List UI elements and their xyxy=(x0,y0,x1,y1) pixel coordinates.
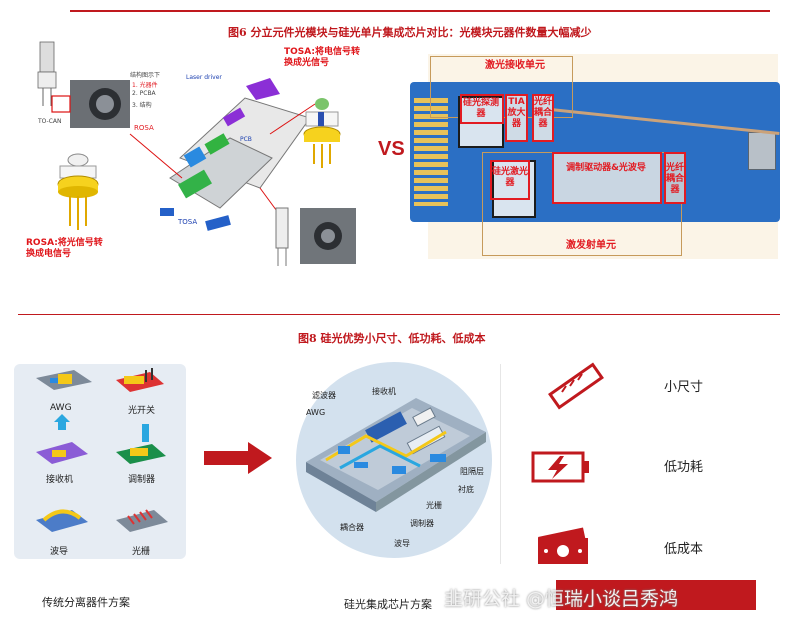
waveguide-device xyxy=(36,509,88,532)
legend-item-2: 2. PCBA xyxy=(132,90,156,97)
photodetector-box xyxy=(460,94,504,124)
advantage-small-size: 小尺寸 xyxy=(664,380,704,395)
callout-receiver: 接收机 xyxy=(372,387,396,396)
legend-item-3: 3. 结构 xyxy=(132,102,152,109)
label-tosa: TOSA xyxy=(178,218,198,226)
modulator-driver-box xyxy=(552,152,662,204)
tia-label: TIA放大器 xyxy=(507,97,526,129)
watermark-text: 韭研公社 @恒瑞小谈吕秀鸿 xyxy=(444,588,679,610)
label-pcb: PCB xyxy=(240,136,252,143)
label-laser-driver: Laser driver xyxy=(186,74,222,81)
callout-filter: 滤波器 xyxy=(312,391,336,400)
rosa-description: ROSA:将光信号转换成电信号 xyxy=(26,238,103,259)
pcb-connector xyxy=(748,132,776,170)
top-rule-left xyxy=(70,10,770,12)
watermark-bar xyxy=(556,580,756,610)
advantage-low-cost: 低成本 xyxy=(664,542,704,557)
legend-item-1: 1. 光器件 xyxy=(132,82,158,89)
discrete-components-panel xyxy=(14,364,186,559)
discrete-module-svg xyxy=(37,41,356,266)
divider-line xyxy=(500,364,501,564)
battery-icon xyxy=(531,451,589,483)
legend-title: 结构图示下 xyxy=(130,72,161,79)
fiber-coupler2-box xyxy=(664,152,686,204)
pcb-gold-fingers xyxy=(414,98,448,206)
cell-grating: 光栅 xyxy=(132,547,151,557)
awg-device xyxy=(36,370,92,390)
grating-device xyxy=(116,509,168,532)
callout-waveguide: 波导 xyxy=(394,539,410,548)
tx-unit-label: 激发射单元 xyxy=(566,240,616,251)
fiber-coupler2-label: 光纤耦合器 xyxy=(665,163,684,195)
rx-unit-label: 激光接收单元 xyxy=(485,60,545,71)
ruler-icon xyxy=(548,362,604,410)
optical-switch-device xyxy=(116,368,164,392)
vs-label: VS xyxy=(378,138,405,160)
fiber-coupler-label: 光纤耦合器 xyxy=(533,97,552,129)
advantage-low-power: 低功耗 xyxy=(664,460,704,475)
receiver-device xyxy=(36,414,88,464)
modulator-device xyxy=(116,424,166,464)
figure-6-title: 图6 分立元件光模块与硅光单片集成芯片对比：光模块元器件数量大幅减少 xyxy=(228,26,592,39)
callout-modulator: 调制器 xyxy=(410,519,434,528)
photodetector-label: 硅光探测器 xyxy=(462,98,499,119)
cell-modulator: 调制器 xyxy=(128,475,156,485)
mid-rule xyxy=(18,314,780,315)
label-to-can: TO-CAN xyxy=(38,118,62,125)
label-rosa: ROSA xyxy=(134,124,154,132)
money-icon xyxy=(538,527,588,564)
left-caption: 传统分离器件方案 xyxy=(42,596,130,609)
center-caption: 硅光集成芯片方案 xyxy=(344,598,432,611)
tosa-description: TOSA:将电信号转换成光信号 xyxy=(284,47,361,68)
callout-awg: AWG xyxy=(306,408,326,417)
callout-grating: 光栅 xyxy=(426,501,442,510)
tia-box xyxy=(505,94,528,142)
integrated-chip-view xyxy=(296,362,492,558)
cell-optical-switch: 光开关 xyxy=(128,406,156,416)
pcb-fiber xyxy=(550,107,780,136)
si-laser-label: 硅光激光器 xyxy=(491,167,528,188)
cell-waveguide: 波导 xyxy=(50,547,69,557)
right-arrow-icon xyxy=(204,442,272,474)
callout-substrate: 衬底 xyxy=(458,485,474,494)
discrete-module-diagram xyxy=(10,38,370,276)
si-laser-box xyxy=(490,160,530,200)
cell-receiver: 接收机 xyxy=(46,475,74,485)
discrete-components-svg xyxy=(36,368,168,532)
integrated-chip-svg xyxy=(306,398,486,512)
modulator-driver-label: 调制驱动器&光波导 xyxy=(566,163,646,173)
cell-awg: AWG xyxy=(50,403,72,413)
callout-coupler: 耦合器 xyxy=(340,523,364,532)
figure-8-title: 图8 硅光优势小尺寸、低功耗、低成本 xyxy=(298,332,486,345)
fiber-coupler-box xyxy=(532,94,554,142)
callout-isolation-layer: 阻隔层 xyxy=(460,467,484,476)
